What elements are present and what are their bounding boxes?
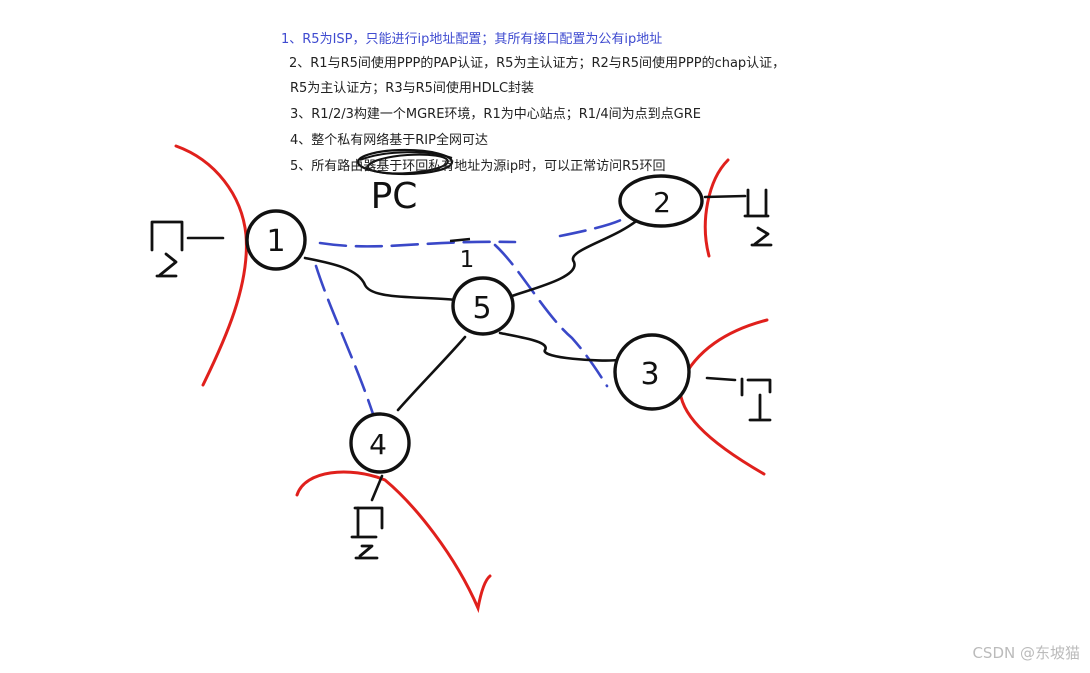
lan-boundary-r3 [678, 318, 769, 476]
requirement-5: 5、所有路由器基于环回私有地址为源ip时，可以正常访问R5环回 [290, 159, 666, 174]
tunnel-r1-r3 [493, 243, 609, 388]
tunnel-label: 1 [460, 247, 475, 273]
host-icon-r2 [743, 188, 773, 247]
link-r1-r5 [303, 256, 458, 302]
router-r3[interactable]: 3 [613, 333, 691, 411]
pc-annotation: PC [356, 148, 454, 217]
requirement-2-line-2: R5为主认证方；R3与R5间使用HDLC封装 [290, 81, 535, 96]
router-r5[interactable]: 5 [451, 276, 515, 336]
tunnel-r1-r2 [318, 214, 630, 248]
routers: 1 2 3 4 5 [245, 174, 704, 474]
requirement-4: 4、整个私有网络基于RIP全网可达 [290, 133, 488, 148]
host-icon-r4 [350, 506, 384, 560]
link-r4-r5 [396, 335, 467, 412]
lan-boundary-r1 [174, 144, 248, 387]
router-r3-label: 3 [640, 357, 659, 392]
tunnel-links [314, 214, 630, 416]
router-r1-label: 1 [266, 224, 285, 259]
router-r1-node[interactable] [245, 209, 307, 271]
router-r3-node[interactable] [613, 333, 691, 411]
link-r2-lan [703, 194, 747, 199]
link-r3-r5 [498, 331, 620, 362]
host-icon-r3 [740, 377, 772, 422]
requirement-1: 1、R5为ISP，只能进行ip地址配置；其所有接口配置为公有ip地址 [281, 32, 663, 47]
physical-links [186, 194, 747, 502]
requirement-3: 3、R1/2/3构建一个MGRE环境，R1为中心站点；R1/4间为点到点GRE [290, 107, 701, 122]
pc-label: PC [371, 176, 418, 217]
link-r4-lan [370, 474, 384, 502]
host-glyphs [150, 188, 773, 560]
tunnel-annotation: 1 [449, 237, 475, 273]
router-r2-node[interactable] [618, 174, 704, 228]
watermark: CSDN @东坡猫 [972, 644, 1080, 662]
host-icon-r1 [150, 220, 184, 278]
pc-scribble-3 [359, 151, 453, 161]
lan-boundary-r2 [703, 158, 730, 258]
tunnel-r1-r4 [314, 264, 375, 416]
router-r4[interactable]: 4 [349, 412, 411, 474]
router-r1[interactable]: 1 [245, 209, 307, 271]
lan-boundary-r4 [295, 470, 492, 614]
requirement-2-line-1: 2、R1与R5间使用PPP的PAP认证，R5为主认证方；R2与R5间使用PPP的… [289, 56, 786, 71]
link-r2-r5 [510, 216, 642, 298]
tunnel-label-tick [449, 237, 471, 243]
router-r5-node[interactable] [451, 276, 515, 336]
router-r2-label: 2 [653, 186, 671, 219]
router-r4-node[interactable] [349, 412, 411, 474]
router-r5-label: 5 [472, 291, 491, 326]
pc-scribble-2 [367, 153, 449, 175]
router-r2[interactable]: 2 [618, 174, 704, 228]
router-r4-label: 4 [369, 428, 387, 461]
link-r3-lan [705, 376, 737, 382]
